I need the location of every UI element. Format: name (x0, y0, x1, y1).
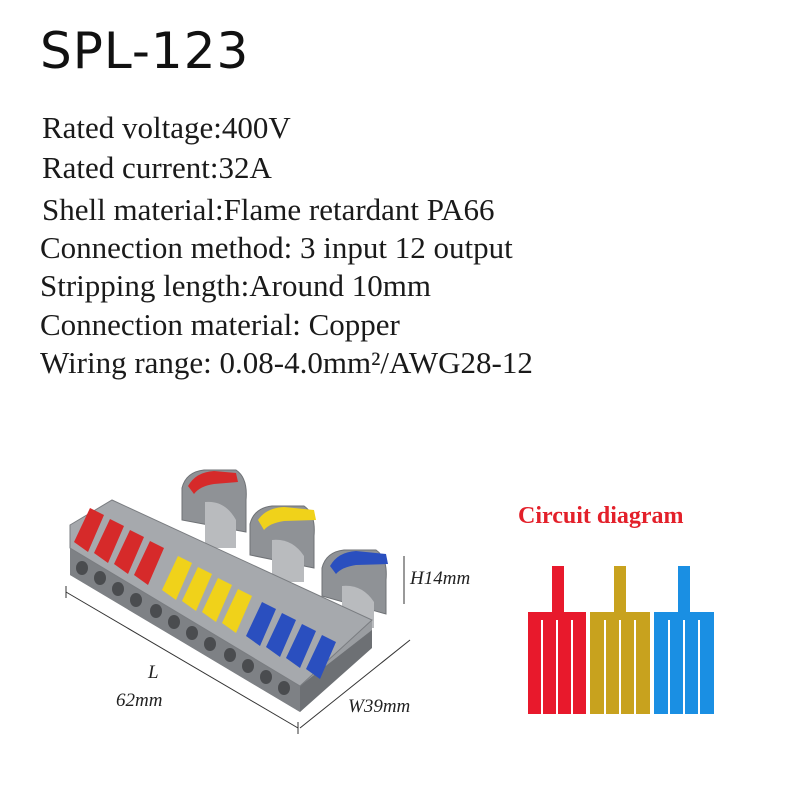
spec-rated-voltage: Rated voltage:400V (42, 110, 291, 145)
circuit-diagram-title: Circuit diagram (518, 503, 684, 529)
length-value: 62mm (116, 690, 163, 711)
model-title: SPL-123 (40, 22, 250, 80)
spec-rated-current: Rated current:32A (42, 150, 272, 185)
dimension-lines (65, 556, 411, 734)
input-tower-yellow (249, 505, 316, 582)
spec-wiring-range: Wiring range: 0.08-4.0mm²/AWG28-12 (40, 345, 533, 380)
output-levers (74, 508, 336, 679)
spec-connection-method: Connection method: 3 input 12 output (40, 230, 513, 265)
height-label: H14mm (410, 568, 471, 589)
input-tower-red (181, 469, 247, 548)
length-symbol: L (148, 662, 159, 683)
spec-shell-material: Shell material:Flame retardant PA66 (42, 192, 495, 227)
circuit-group-yellow (590, 566, 650, 714)
width-label: W39mm (348, 696, 411, 717)
spec-connection-material: Connection material: Copper (40, 307, 400, 342)
output-holes (76, 561, 290, 695)
circuit-group-red (528, 566, 586, 714)
circuit-group-blue (654, 566, 714, 714)
spec-stripping-length: Stripping length:Around 10mm (40, 268, 431, 303)
